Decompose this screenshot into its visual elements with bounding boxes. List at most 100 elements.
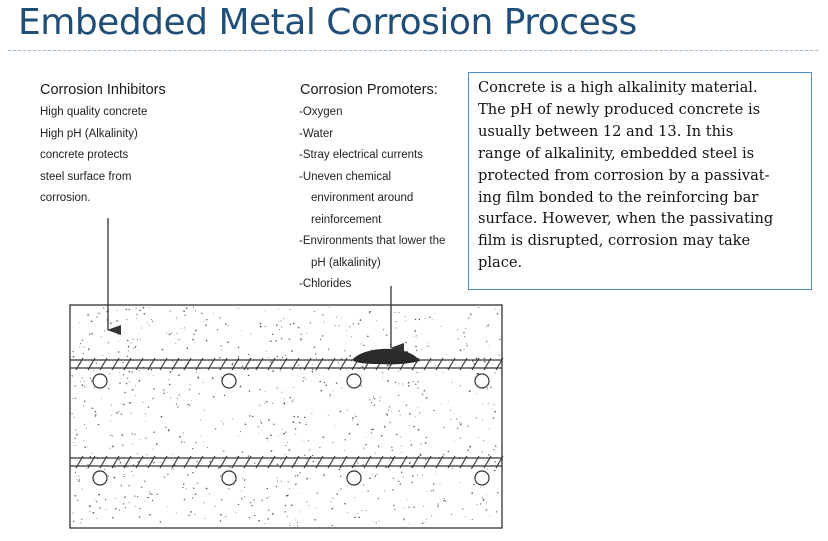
- aggregate-speck: [417, 380, 419, 383]
- aggregate-speck: [153, 431, 155, 433]
- aggregate-speck: [376, 474, 378, 476]
- aggregate-speck: [451, 467, 453, 469]
- aggregate-speck: [112, 445, 114, 448]
- aggregate-speck: [457, 427, 459, 430]
- aggregate-speck: [485, 340, 488, 342]
- bar-rib: [411, 455, 420, 469]
- aggregate-speck: [408, 462, 411, 464]
- aggregate-speck: [289, 308, 291, 311]
- aggregate-speck: [482, 499, 485, 501]
- aggregate-speck: [355, 415, 357, 418]
- aggregate-speck: [194, 493, 197, 495]
- aggregate-speck: [421, 349, 422, 350]
- aggregate-speck: [413, 506, 415, 508]
- aggregate-speck: [126, 355, 129, 357]
- aggregate-speck: [84, 446, 86, 449]
- aggregate-speck: [344, 350, 346, 352]
- aggregate-speck: [81, 377, 83, 379]
- aggregate-speck: [79, 322, 80, 324]
- aggregate-speck: [175, 512, 177, 514]
- aggregate-speck: [356, 460, 358, 462]
- aggregate-speck: [443, 449, 445, 451]
- aggregate-speck: [323, 475, 325, 477]
- aggregate-speck: [222, 423, 224, 425]
- aggregate-speck: [186, 347, 189, 350]
- aggregate-speck: [180, 328, 182, 330]
- aggregate-speck: [293, 415, 295, 418]
- aggregate-speck: [314, 519, 316, 521]
- aggregate-speck: [383, 329, 385, 331]
- aggregate-speck: [293, 386, 295, 388]
- aggregate-speck: [142, 401, 144, 403]
- aggregate-speck: [133, 474, 135, 476]
- aggregate-speck: [104, 468, 106, 470]
- aggregate-speck: [236, 456, 238, 458]
- aggregate-speck: [268, 509, 270, 511]
- aggregate-speck: [231, 363, 234, 366]
- aggregate-speck: [267, 518, 269, 520]
- aggregate-speck: [415, 345, 417, 348]
- aggregate-speck: [485, 509, 488, 511]
- aggregate-speck: [214, 428, 217, 430]
- aggregate-speck: [80, 343, 82, 345]
- aggregate-speck: [410, 440, 411, 442]
- aggregate-speck: [188, 514, 190, 517]
- aggregate-speck: [432, 319, 433, 321]
- aggregate-speck: [319, 380, 321, 383]
- aggregate-speck: [122, 361, 124, 364]
- aggregate-speck: [429, 316, 431, 318]
- aggregate-speck: [135, 345, 137, 347]
- aggregate-speck: [382, 379, 383, 381]
- aggregate-speck: [431, 515, 433, 517]
- aggregate-speck: [443, 426, 445, 428]
- promoter-line: -Water: [299, 127, 334, 140]
- aggregate-speck: [288, 338, 291, 340]
- aggregate-speck: [160, 415, 163, 418]
- aggregate-speck: [240, 497, 243, 500]
- bar-rib: [471, 455, 480, 469]
- aggregate-speck: [440, 325, 442, 327]
- aggregate-speck: [300, 333, 302, 336]
- explanation-line: range of alkalinity, embedded steel is: [478, 144, 755, 162]
- aggregate-speck: [182, 432, 184, 434]
- aggregate-speck: [80, 522, 82, 524]
- aggregate-speck: [75, 429, 77, 431]
- aggregate-speck: [74, 397, 76, 399]
- aggregate-speck: [306, 458, 308, 460]
- aggregate-speck: [282, 317, 284, 319]
- aggregate-speck: [373, 404, 375, 406]
- aggregate-speck: [240, 330, 242, 332]
- concrete-slab-outline: [69, 304, 503, 529]
- aggregate-speck: [219, 317, 221, 319]
- aggregate-speck: [459, 482, 461, 483]
- aggregate-speck: [471, 492, 473, 494]
- aggregate-speck: [221, 420, 223, 422]
- aggregate-speck: [247, 455, 250, 457]
- aggregate-speck: [309, 322, 312, 324]
- aggregate-speck: [391, 411, 393, 412]
- aggregate-speck: [197, 377, 200, 379]
- aggregate-speck: [115, 507, 117, 510]
- aggregate-speck: [136, 318, 137, 319]
- aggregate-speck: [315, 506, 317, 508]
- aggregate-speck: [228, 488, 230, 490]
- aggregate-speck: [204, 441, 205, 443]
- aggregate-speck: [146, 497, 148, 499]
- explanation-line: usually between 12 and 13. In this: [478, 122, 734, 140]
- aggregate-speck: [191, 400, 192, 402]
- aggregate-speck: [118, 509, 120, 511]
- bar-rib: [279, 357, 288, 371]
- aggregate-speck: [311, 369, 313, 371]
- aggregate-speck: [289, 524, 291, 527]
- aggregate-speck: [444, 500, 447, 502]
- aggregate-speck: [171, 360, 173, 362]
- aggregate-speck: [83, 346, 85, 348]
- aggregate-speck: [330, 501, 332, 503]
- aggregate-speck: [272, 402, 274, 405]
- aggregate-speck: [420, 443, 422, 445]
- aggregate-speck: [424, 522, 426, 523]
- aggregate-speck: [445, 354, 447, 355]
- aggregate-speck: [155, 443, 158, 445]
- aggregate-speck: [231, 418, 233, 420]
- aggregate-speck: [332, 442, 334, 444]
